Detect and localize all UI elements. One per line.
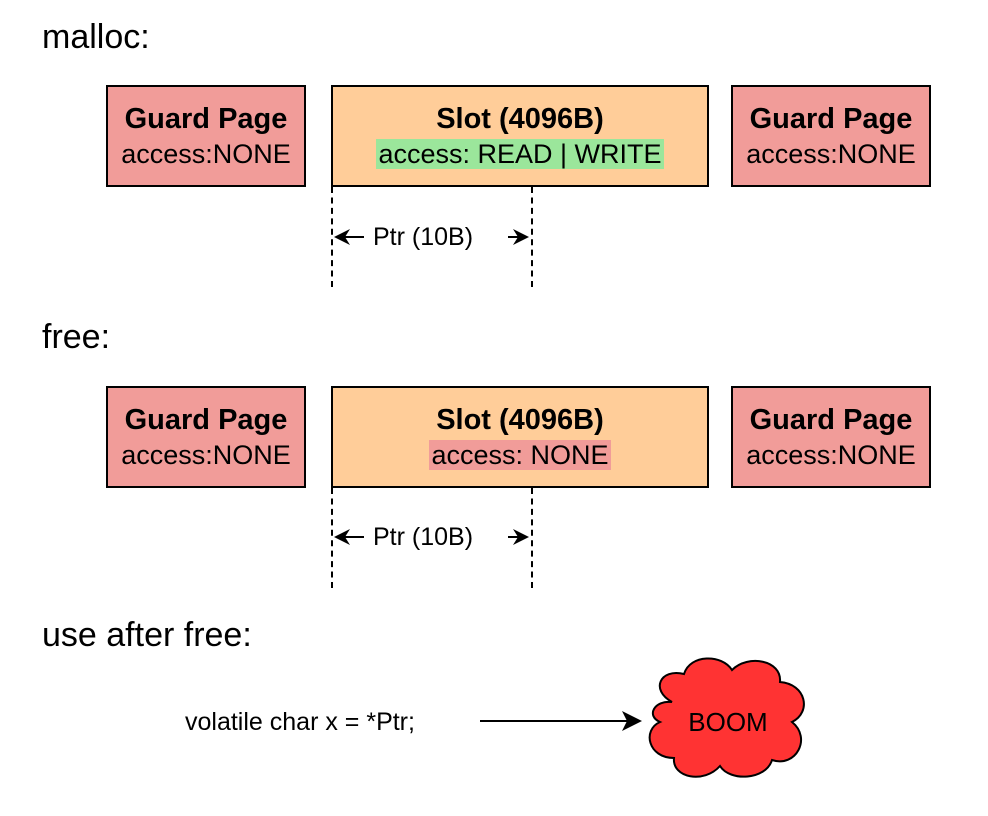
free-left-guard-page: Guard Page access:NONE [106, 386, 306, 488]
malloc-ptr-left-arrow [334, 229, 364, 245]
use-after-free-title: use after free: [42, 616, 252, 654]
use-after-free-arrow [480, 711, 642, 731]
use-after-free-code: volatile char x = *Ptr; [185, 708, 415, 736]
free-ptr-label: Ptr (10B) [373, 523, 474, 551]
guard-page-title: Guard Page [124, 404, 288, 436]
malloc-ptr-label: Ptr (10B) [373, 223, 474, 251]
slot-access-none: access: NONE [429, 440, 611, 470]
malloc-ptr-right-arrow [508, 229, 529, 245]
free-ptr-start-line [331, 488, 333, 588]
free-ptr-left-arrow [334, 529, 364, 545]
guard-page-title: Guard Page [749, 103, 913, 135]
free-slot: Slot (4096B) access: NONE [331, 386, 709, 488]
malloc-right-guard-page: Guard Page access:NONE [731, 85, 931, 187]
boom-label: BOOM [688, 707, 768, 737]
guard-page-access: access:NONE [121, 440, 291, 470]
malloc-ptr-start-line [331, 187, 333, 287]
free-title: free: [42, 318, 111, 356]
guard-page-access: access:NONE [746, 440, 916, 470]
guard-page-access: access:NONE [746, 139, 916, 169]
free-ptr-right-arrow [508, 529, 529, 545]
malloc-title: malloc: [42, 18, 150, 56]
slot-access-read-write: access: READ | WRITE [376, 139, 664, 169]
slot-title: Slot (4096B) [436, 103, 604, 135]
malloc-left-guard-page: Guard Page access:NONE [106, 85, 306, 187]
malloc-ptr-end-line [531, 187, 533, 287]
boom-cloud-shape [648, 657, 805, 778]
free-ptr-end-line [531, 488, 533, 588]
guard-page-title: Guard Page [749, 404, 913, 436]
guard-page-title: Guard Page [124, 103, 288, 135]
malloc-slot: Slot (4096B) access: READ | WRITE [331, 85, 709, 187]
guard-page-access: access:NONE [121, 139, 291, 169]
free-right-guard-page: Guard Page access:NONE [731, 386, 931, 488]
slot-title: Slot (4096B) [436, 404, 604, 436]
